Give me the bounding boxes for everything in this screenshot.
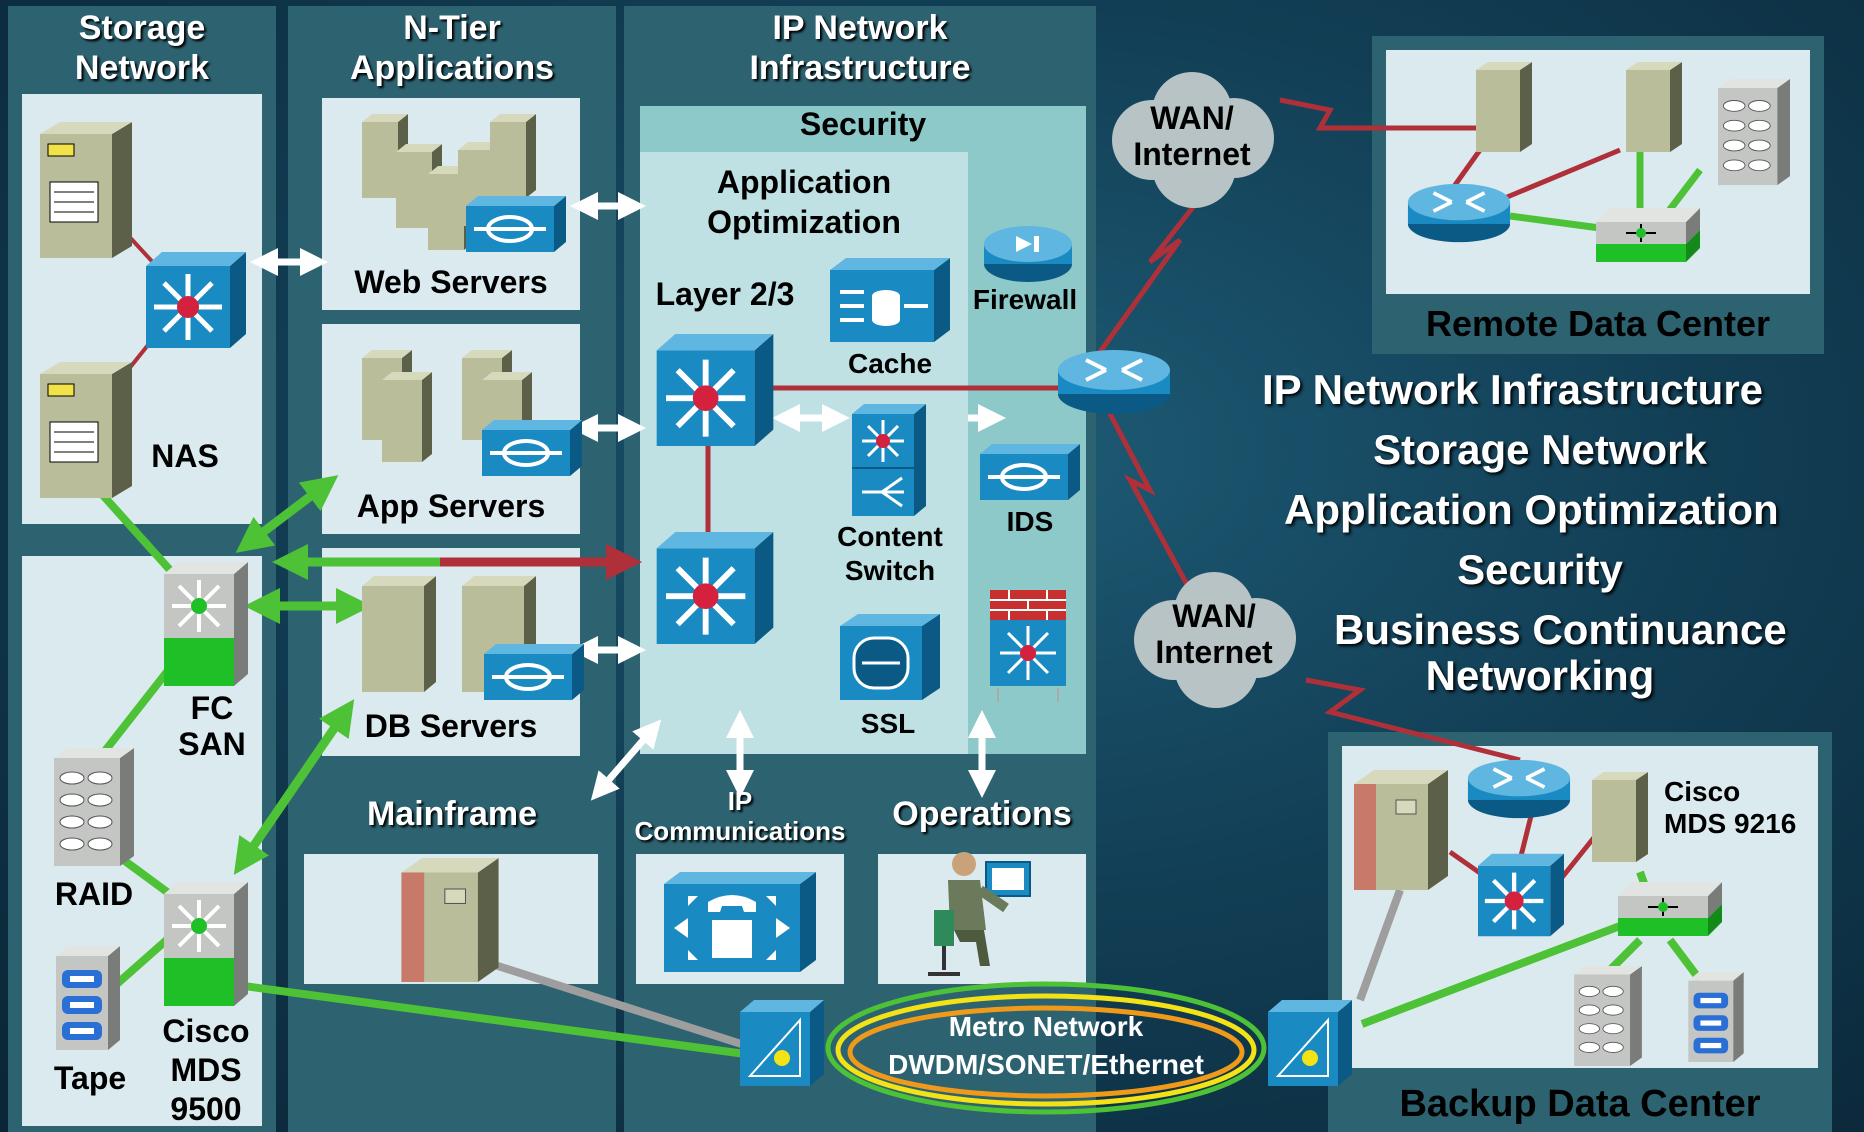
fc-san-label: FC SAN: [178, 690, 246, 762]
backup-tape-icon: [1688, 972, 1744, 1062]
operator-icon: [928, 852, 1031, 976]
content-switch-icon: [852, 404, 926, 516]
wan2-to-backup: [1305, 677, 1521, 763]
web-load-balancer-icon: [466, 196, 566, 252]
solution-legend: IP Network Infrastructure Storage Networ…: [1230, 360, 1850, 706]
remote-server-2-icon: [1626, 62, 1682, 152]
remote-raid-icon: [1718, 78, 1790, 186]
nas-label: NAS: [151, 438, 219, 474]
mainframe-title: Mainframe: [366, 795, 538, 833]
layer3-switch-top-icon: [656, 334, 774, 446]
metro-network-label: Metro Network DWDM/SONET/Ethernet: [888, 1011, 1204, 1080]
nas-switch-icon: [146, 252, 246, 348]
backup-link-4: [1356, 888, 1404, 1002]
ip-network-title: IP Network Infrastructure: [749, 9, 971, 87]
fc-san-switch-icon: [164, 562, 248, 686]
arrow-mds-db: [233, 699, 355, 875]
nas-to-fcsan: [97, 489, 173, 573]
ids-label: IDS: [1006, 506, 1054, 537]
tape-label: Tape: [53, 1060, 127, 1096]
ntier-applications-title: N-Tier Applications: [349, 9, 555, 87]
dwdm-node-left-icon: [740, 1000, 824, 1086]
remote-link-3: [1509, 212, 1601, 232]
remote-router-icon: [1407, 183, 1511, 243]
nas-filer-icon-bottom: [40, 362, 132, 498]
backup-router-icon: [1467, 759, 1571, 819]
security-title: Security: [799, 106, 927, 142]
operations-title: Operations: [892, 795, 1072, 833]
metro-ring-yellow: [835, 993, 1257, 1107]
ip-phone-icon: [664, 872, 816, 972]
metro-ring-green: [825, 981, 1267, 1115]
router-to-wan2: [1105, 408, 1193, 592]
layer23-label: Layer 2/3: [655, 276, 795, 312]
remote-link-5: [1665, 167, 1703, 215]
storage-network-title: Storage Network: [74, 9, 210, 87]
backup-data-center-label: Backup Data Center: [1399, 1083, 1761, 1125]
app-servers-label: App Servers: [356, 488, 546, 524]
ids-icon: [980, 444, 1080, 500]
wan1-to-remote: [1279, 97, 1480, 131]
legend-item: IP Network Infrastructure: [1262, 366, 1764, 413]
web-servers-label: Web Servers: [354, 264, 548, 300]
arrow-mainframe: [590, 719, 662, 801]
cisco-mds-9216-label: Cisco MDS 9216: [1664, 776, 1797, 839]
backup-link-5: [1360, 922, 1622, 1028]
cache-icon: [830, 258, 950, 342]
core-router-icon: [1058, 350, 1170, 414]
layer3-switch-bottom-icon: [656, 532, 774, 644]
dwdm-node-right-icon: [1268, 1000, 1352, 1086]
nas-filer-icon-top: [40, 122, 132, 258]
app-server-group-icon: [362, 350, 532, 462]
mds-9216-switch-icon: [1618, 882, 1722, 936]
cisco-mds-9500-label: Cisco MDS 9500: [162, 1013, 250, 1127]
router-to-wan1: [1097, 158, 1232, 354]
remote-server-1-icon: [1476, 62, 1532, 152]
wan-cloud-icon-bottom: [1134, 572, 1296, 708]
backup-link-2: [1517, 811, 1535, 861]
wan-internet-label-top: WAN/ Internet: [1133, 100, 1251, 172]
mainframe-to-metro: [446, 946, 762, 1054]
firewall-icon: [984, 226, 1072, 282]
mainframe-icon: [401, 858, 499, 982]
backup-server-icon: [1592, 772, 1648, 862]
wan-internet-label-bottom: WAN/ Internet: [1155, 598, 1273, 670]
backup-mainframe-icon: [1354, 770, 1448, 890]
mds-9500-switch-icon: [164, 882, 248, 1006]
content-switch-label: Content Switch: [837, 521, 943, 586]
firewall-module-icon: [990, 590, 1066, 702]
raid-label: RAID: [54, 876, 134, 912]
legend-item: Storage Network: [1373, 426, 1707, 473]
remote-link-2: [1499, 147, 1621, 203]
backup-switch-icon: [1478, 853, 1564, 937]
firewall-label: Firewall: [972, 284, 1078, 315]
app-load-balancer-icon: [482, 420, 582, 476]
legend-item: Application Optimization: [1284, 486, 1779, 533]
app-optimization-title: Application Optimization: [707, 164, 901, 240]
legend-item: Security: [1457, 546, 1623, 593]
backup-link-7: [1666, 937, 1704, 983]
ssl-icon: [840, 614, 940, 700]
remote-mds-switch-icon: [1596, 208, 1700, 262]
ssl-label: SSL: [860, 708, 916, 739]
legend-item: Business Continuance: [1334, 606, 1787, 653]
tape-icon: [56, 946, 120, 1050]
db-servers-label: DB Servers: [364, 708, 538, 744]
backup-raid-icon: [1574, 966, 1642, 1066]
raid-icon: [54, 748, 134, 866]
cache-label: Cache: [847, 348, 933, 379]
remote-data-center-label: Remote Data Center: [1425, 303, 1771, 344]
db-load-balancer-icon: [484, 644, 584, 700]
arrow-fcsan-app: [235, 475, 339, 553]
metro-ring-orange: [847, 1005, 1245, 1099]
legend-item: Networking: [1425, 652, 1655, 699]
wan-cloud-icon-top: [1112, 72, 1274, 208]
mds-to-metro: [243, 982, 761, 1060]
